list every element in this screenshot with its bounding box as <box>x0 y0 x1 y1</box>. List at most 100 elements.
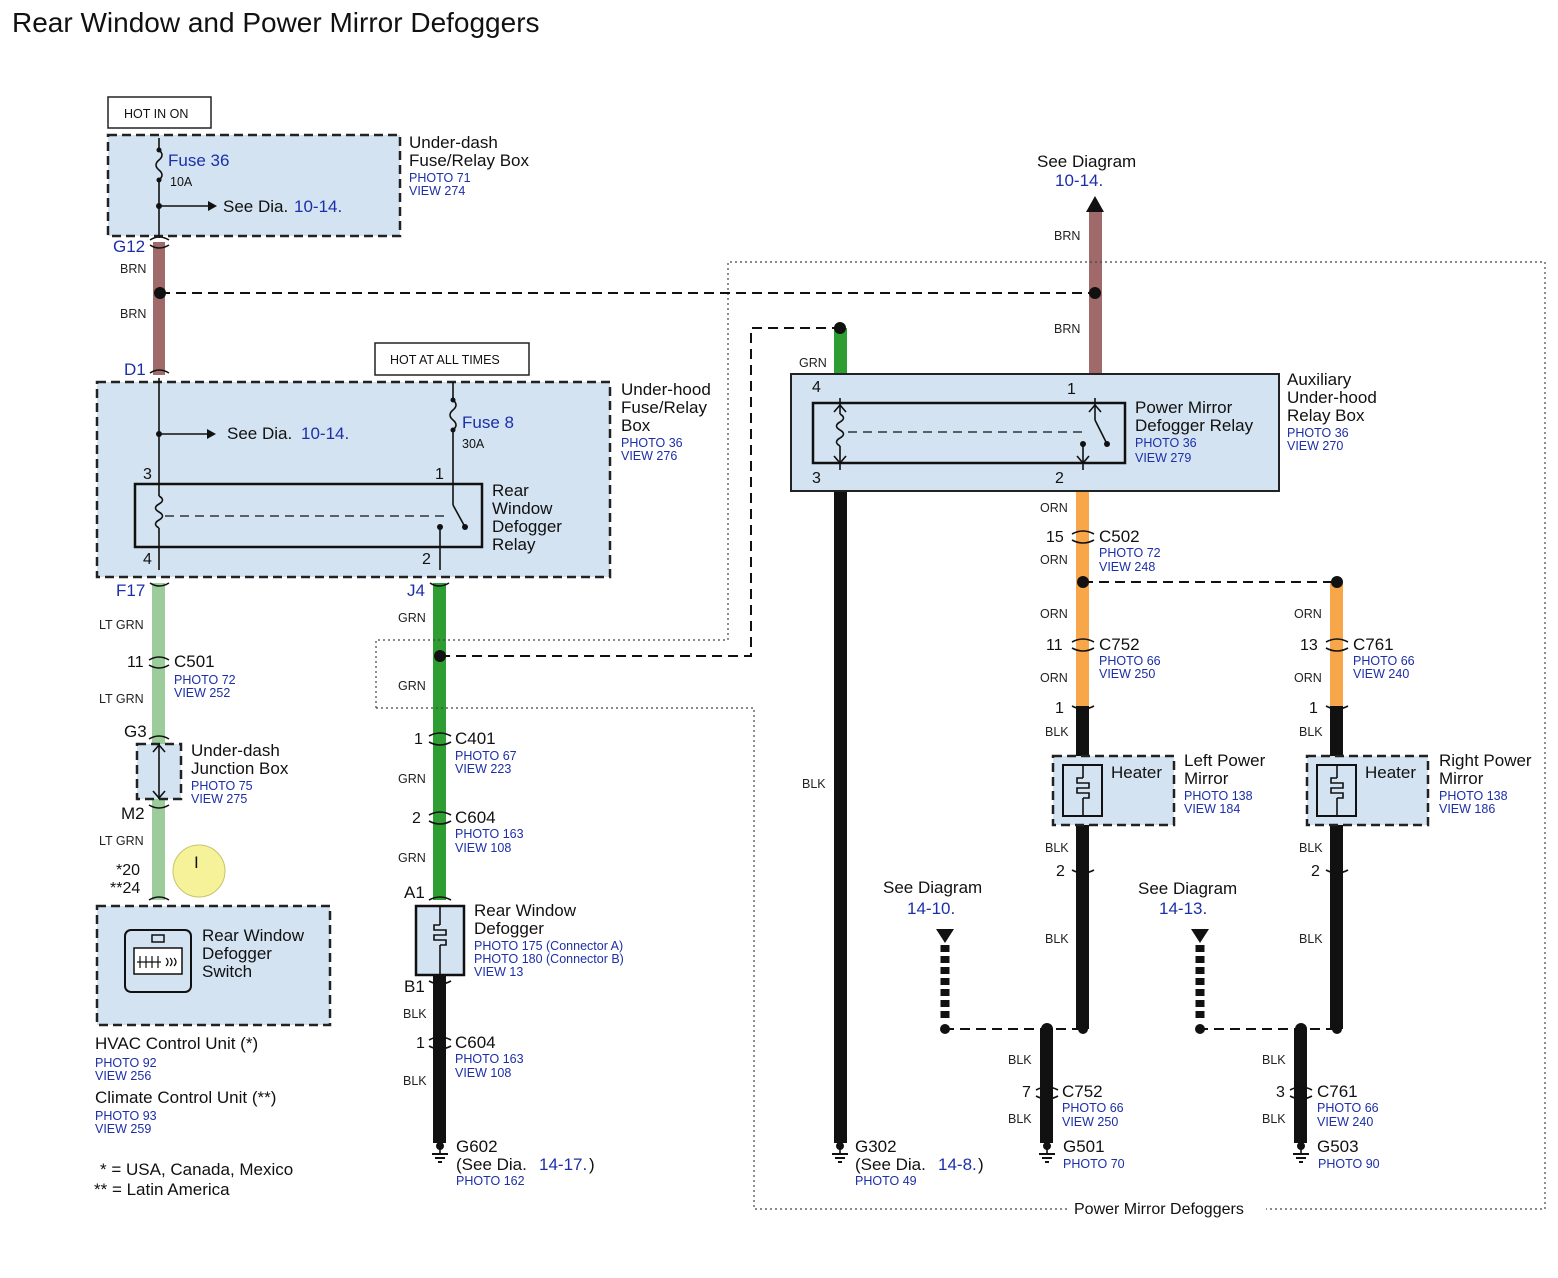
switch-pin-20: *20 <box>116 862 140 879</box>
wire-label-ltgrn-2: LT GRN <box>99 692 144 706</box>
f17-label: F17 <box>116 581 145 600</box>
wire-label-blk-9: BLK <box>1299 932 1323 946</box>
defogger-line1: Rear Window <box>474 901 577 920</box>
rw-relay-pin-1: 1 <box>435 466 444 483</box>
g3-label: G3 <box>124 722 147 741</box>
rm-pin-2: 2 <box>1311 863 1320 880</box>
wire-blk-lm-bottom <box>1076 825 1089 1029</box>
arrow-up-icon <box>1086 196 1104 212</box>
pm-relay-line2: Defogger Relay <box>1135 416 1254 435</box>
underhood-box-line2: Fuse/Relay <box>621 398 707 417</box>
rw-relay-line4: Relay <box>492 535 536 554</box>
junction-line2: Junction Box <box>191 759 289 778</box>
junction-box-icon <box>152 743 166 800</box>
junction-photo: PHOTO 75 <box>191 779 253 793</box>
c501-photo: PHOTO 72 <box>174 673 236 687</box>
wire-label-blk-12: BLK <box>1262 1053 1286 1067</box>
note-usa: * = USA, Canada, Mexico <box>100 1160 293 1179</box>
wire-brn-left <box>153 242 165 375</box>
aux-box-line1: Auxiliary <box>1287 370 1352 389</box>
g3-connector-icon <box>148 735 170 740</box>
g501-ground-icon <box>1039 1142 1055 1163</box>
lm-pin2-connector-icon <box>1071 869 1095 874</box>
wire-label-grn-1: GRN <box>398 611 426 625</box>
c501-pin: 11 <box>127 654 144 671</box>
c502-connector-icon <box>1071 530 1095 544</box>
pm-relay-pin-1: 1 <box>1067 381 1076 398</box>
g501-label: G501 <box>1063 1137 1105 1156</box>
wire-label-brn-4: BRN <box>1054 322 1080 336</box>
defogger-heater-icon <box>433 906 447 975</box>
pm-relay-pin-3: 3 <box>812 470 821 487</box>
right-mirror-view: VIEW 186 <box>1439 802 1495 816</box>
b1-label: B1 <box>404 977 425 996</box>
c761-lower-photo: PHOTO 66 <box>1317 1101 1379 1115</box>
climate-label: Climate Control Unit (**) <box>95 1088 276 1107</box>
b1-connector-icon <box>428 980 452 985</box>
defogger-line2: Defogger <box>474 919 544 938</box>
g602-label: G602 <box>456 1137 498 1156</box>
f17-connector-icon <box>149 582 170 587</box>
c604-lower-view: VIEW 108 <box>455 1066 511 1080</box>
defogger-switch-icon <box>124 929 192 993</box>
c752-upper-connector-icon <box>1071 638 1095 652</box>
wire-label-blk-6: BLK <box>1045 932 1069 946</box>
c752-lower-pin: 7 <box>1022 1084 1031 1101</box>
g302-see-ref: 14-8. <box>938 1155 977 1174</box>
splice-lm-ground <box>1078 1024 1088 1034</box>
rm-pin2-connector-icon <box>1325 869 1349 874</box>
g302-label: G302 <box>855 1137 897 1156</box>
hot-at-all-times-box <box>374 342 530 376</box>
wire-label-ltgrn-1: LT GRN <box>99 618 144 632</box>
fuse-36-see-ref: 10-14. <box>294 197 342 216</box>
wire-label-orn-6: ORN <box>1294 671 1322 685</box>
c761-lower-connector-icon <box>1289 1086 1313 1100</box>
page-title: Rear Window and Power Mirror Defoggers <box>12 7 540 38</box>
wire-blk-lm-top <box>1076 706 1089 756</box>
see-top-ref: 10-14. <box>1055 171 1103 190</box>
underdash-box-line1: Under-dash <box>409 133 498 152</box>
wire-label-blk-11: BLK <box>1008 1112 1032 1126</box>
splice-rm-ground <box>1332 1024 1342 1034</box>
c604-lower-pin: 1 <box>416 1035 425 1052</box>
g12-label: G12 <box>113 237 145 256</box>
wire-blk-g501 <box>1040 1029 1053 1143</box>
underdash-box-line2: Fuse/Relay Box <box>409 151 529 170</box>
wire-label-orn-1: ORN <box>1040 501 1068 515</box>
left-mirror-line2: Mirror <box>1184 769 1229 788</box>
c604-upper-connector-icon <box>428 811 452 825</box>
left-heater-label: Heater <box>1111 763 1162 782</box>
c604-upper-photo: PHOTO 163 <box>455 827 524 841</box>
right-mirror-line1: Right Power <box>1439 751 1532 770</box>
g501-photo: PHOTO 70 <box>1063 1157 1125 1171</box>
splice-grn-center <box>434 650 446 662</box>
wire-label-blk-10: BLK <box>1008 1053 1032 1067</box>
right-heater-icon <box>1330 765 1344 816</box>
wire-blk-g302 <box>834 468 847 1143</box>
underhood-box-line3: Box <box>621 416 651 435</box>
rw-relay-pin-3: 3 <box>143 466 152 483</box>
underhood-internal-wiring <box>156 378 457 484</box>
hot-in-on-label: HOT IN ON <box>124 107 188 121</box>
pm-relay-pin-4: 4 <box>812 379 821 396</box>
rm-pin1-connector-icon <box>1325 705 1349 710</box>
see-1413-ref: 14-13. <box>1159 899 1207 918</box>
a1-label: A1 <box>404 883 425 902</box>
wire-label-orn-4: ORN <box>1040 671 1068 685</box>
c761-lower-view: VIEW 240 <box>1317 1115 1373 1129</box>
wire-label-blk-1: BLK <box>403 1007 427 1021</box>
underdash-box-view: VIEW 274 <box>409 184 465 198</box>
g602-ground-icon <box>432 1142 448 1163</box>
c761-lower-pin: 3 <box>1276 1084 1285 1101</box>
fuse-36-amp: 10A <box>170 175 193 189</box>
dashed-links <box>160 261 1546 1210</box>
rm-pin-1: 1 <box>1309 700 1318 717</box>
defogger-photo-a: PHOTO 175 (Connector A) <box>474 939 623 953</box>
fuse-8-amp: 30A <box>462 437 485 451</box>
wire-label-blk-3: BLK <box>802 777 826 791</box>
hot-in-on-box <box>107 96 212 129</box>
g602-see-close: ) <box>589 1155 595 1174</box>
wire-label-brn-1: BRN <box>120 262 146 276</box>
pm-relay-line1: Power Mirror <box>1135 398 1233 417</box>
right-mirror-line2: Mirror <box>1439 769 1484 788</box>
